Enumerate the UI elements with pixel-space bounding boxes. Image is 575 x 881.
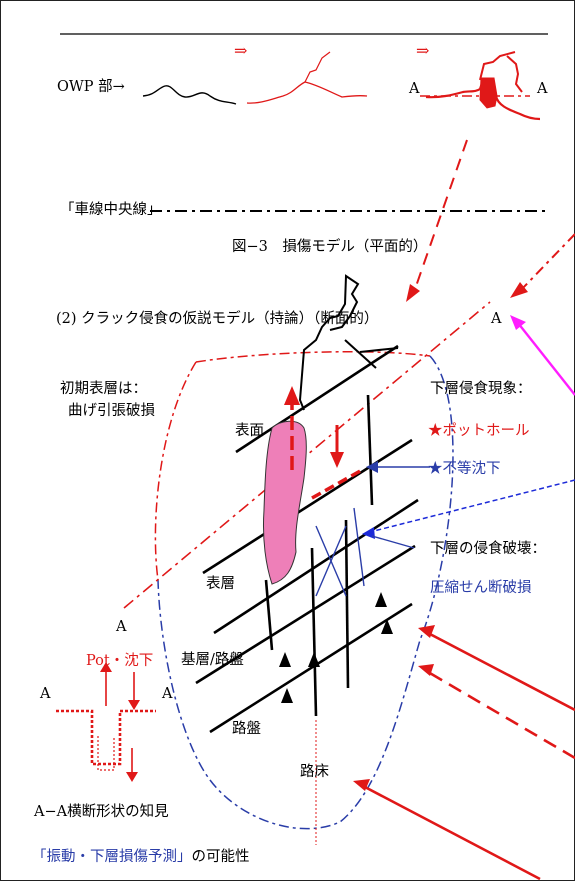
aa-profile xyxy=(56,709,156,766)
magenta-arrow xyxy=(517,322,575,396)
ellipse-blue xyxy=(157,355,454,830)
section-a-upper: A xyxy=(116,619,127,635)
section-line-aa xyxy=(123,301,491,609)
blue-dashed-arrow xyxy=(369,479,575,533)
red-arrow-1 xyxy=(427,631,575,712)
crack-stage-2 xyxy=(246,81,368,104)
progress-arrow-2: ⇒ xyxy=(416,41,430,60)
pothole-top-view xyxy=(479,77,498,109)
settlement-label: ★不等沈下 xyxy=(428,461,501,477)
pot-label: Pot・沈下 xyxy=(86,653,154,669)
right-dashdot-arrow xyxy=(519,233,575,292)
roadbed-label: 路盤 xyxy=(232,721,261,737)
section-a-right-top: A xyxy=(537,81,548,97)
dashed-arrow-head xyxy=(406,284,420,302)
aggregate-marks xyxy=(279,592,393,703)
ellipse-left-red xyxy=(154,361,197,581)
right-dashdot-arrow-head xyxy=(510,282,528,298)
surface-label: 表面 xyxy=(235,423,264,439)
center-line-label: 「車線中央線」 xyxy=(60,202,162,218)
section-a-left: A xyxy=(40,686,51,702)
pothole-section xyxy=(263,420,307,585)
progress-arrow-1: ⇒ xyxy=(234,41,248,60)
left-text-line1: 初期表層は： xyxy=(60,381,147,397)
left-text-line2: 曲げ引張破損 xyxy=(68,403,155,419)
settle-dashed xyxy=(311,468,363,500)
section-a-right: A xyxy=(162,686,173,702)
pothole-label: ★ポットホール xyxy=(428,423,530,439)
surface-layer-label: 表層 xyxy=(206,576,235,592)
section-title: (2) クラック侵食の仮説モデル（持論）（断面的） xyxy=(56,311,379,327)
blue-arrow-erosion xyxy=(371,535,415,549)
crack-stage-1 xyxy=(142,85,237,105)
magenta-arrow-head xyxy=(510,315,526,330)
owp-label: OWP 部→ xyxy=(57,79,125,95)
section-crack xyxy=(298,274,360,411)
right-a-label: A xyxy=(491,311,502,327)
shear-cross xyxy=(315,507,365,597)
possibility-suffix: の可能性 xyxy=(191,849,250,865)
right-text-line1: 下層侵食現象： xyxy=(430,381,532,397)
crack-stage-3-branch xyxy=(479,51,523,93)
red-arrow-2 xyxy=(427,670,575,760)
ellipse-top-red xyxy=(195,350,431,363)
vertical-lines xyxy=(264,394,374,717)
base-layer-label: 基層/路盤 xyxy=(181,652,244,668)
knowledge-label: A−A横断形状の知見 xyxy=(34,804,169,820)
right-text-line4: 下層の侵食破壊： xyxy=(430,541,546,557)
figure-caption: 図−3 損傷モデル（平面的） xyxy=(232,239,428,255)
crack-stage-2-branch xyxy=(304,51,331,83)
dashed-arrow-down xyxy=(413,139,468,293)
profile-arrows xyxy=(105,670,135,775)
possibility-prefix: 「振動・下層損傷予測」 xyxy=(32,849,192,865)
possibility-label: 「振動・下層損傷予測」の可能性 xyxy=(32,848,250,866)
section-a-left-top: A xyxy=(409,81,420,97)
red-arrow-3 xyxy=(362,784,541,881)
subgrade-label: 路床 xyxy=(300,764,329,780)
right-text-line5: 圧縮せん断破損 xyxy=(430,580,532,596)
